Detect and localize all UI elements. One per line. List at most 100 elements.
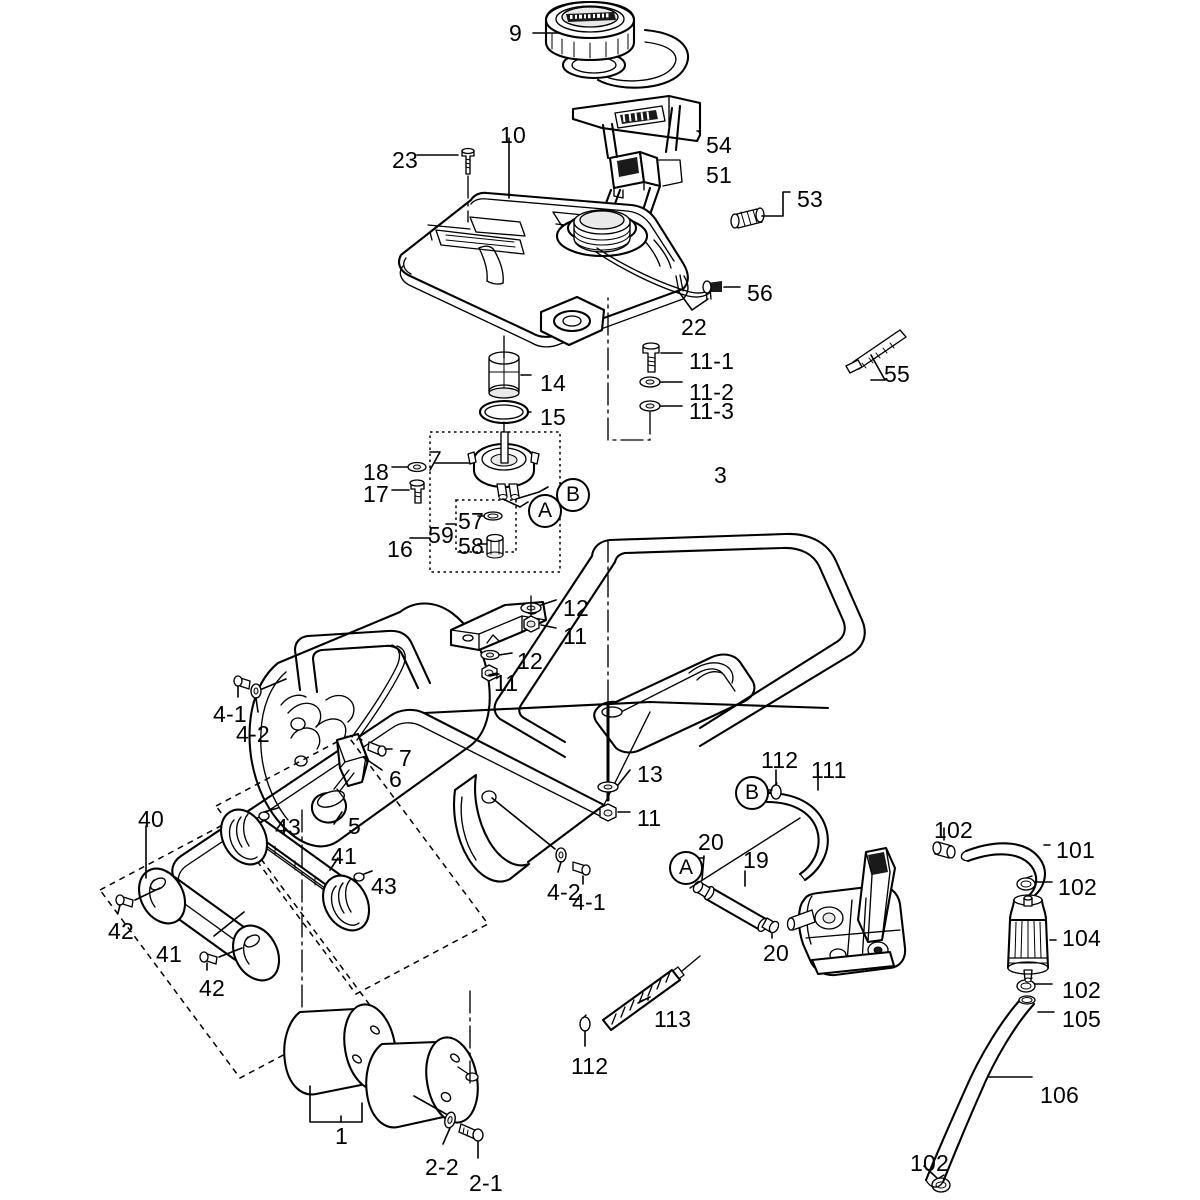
callout-13: 13 bbox=[637, 761, 663, 787]
callout-111: 111 bbox=[811, 757, 847, 783]
callout-42-a: 42 bbox=[108, 918, 134, 944]
callout-59: 59 bbox=[428, 522, 454, 548]
callout-16: 16 bbox=[387, 536, 413, 562]
callout-1: 1 bbox=[335, 1123, 348, 1149]
part-2-1-bolt bbox=[413, 1095, 484, 1159]
callout-41-a: 41 bbox=[331, 843, 357, 869]
callout-51: 51 bbox=[706, 162, 732, 188]
callout-58: 58 bbox=[458, 533, 484, 559]
part-20-grommet-upper bbox=[692, 855, 711, 898]
callout-19: 19 bbox=[743, 847, 769, 873]
part-105-106-hose bbox=[924, 995, 1055, 1188]
part-41-isolator-upper bbox=[220, 807, 373, 932]
callout-102-d: 102 bbox=[910, 1150, 949, 1176]
part-54-cover-plate bbox=[571, 94, 702, 143]
part-3-handle-frame bbox=[293, 532, 866, 759]
part-14-strainer bbox=[488, 335, 532, 399]
part-112-clip-lower bbox=[579, 1014, 591, 1047]
part-11-nut-lower bbox=[481, 664, 500, 682]
part-11-nut-upper bbox=[523, 595, 557, 633]
callout-12-a: 12 bbox=[563, 595, 589, 621]
callout-18: 18 bbox=[363, 459, 389, 485]
callout-101: 101 bbox=[1056, 837, 1095, 863]
callout-3: 3 bbox=[714, 462, 727, 488]
callout-2-2: 2-2 bbox=[425, 1154, 459, 1180]
part-23-screw bbox=[416, 147, 475, 223]
part-20-grommet-lower bbox=[761, 917, 780, 939]
callout-4-1-a: 4-1 bbox=[213, 701, 247, 727]
callout-11-a: 11 bbox=[563, 623, 588, 649]
part-15-o-ring bbox=[478, 399, 532, 425]
callout-4-2-a: 4-2 bbox=[236, 721, 270, 747]
part-42-bolt-lower bbox=[199, 947, 243, 971]
reference-mark-b-lower: B bbox=[735, 776, 769, 810]
callout-15: 15 bbox=[540, 404, 566, 430]
callout-20-b: 20 bbox=[763, 940, 789, 966]
callout-10: 10 bbox=[500, 122, 526, 148]
part-4-1-bolt-left bbox=[233, 675, 251, 698]
callout-106: 106 bbox=[1040, 1082, 1079, 1108]
part-18-washer bbox=[391, 461, 427, 473]
reference-mark-b-upper: B bbox=[556, 478, 590, 512]
callout-41-b: 41 bbox=[156, 941, 182, 967]
callout-14: 14 bbox=[540, 370, 566, 396]
part-57-o-ring bbox=[477, 511, 503, 521]
part-19-rod bbox=[703, 870, 769, 933]
callout-23: 23 bbox=[392, 147, 418, 173]
part-102-clip-c bbox=[1016, 977, 1053, 993]
part-11-2-washer bbox=[639, 376, 683, 388]
callout-105: 105 bbox=[1062, 1006, 1101, 1032]
callout-53: 53 bbox=[797, 186, 823, 212]
group-40-dashed-box bbox=[98, 735, 490, 1079]
callout-9: 9 bbox=[509, 20, 522, 46]
callout-11-3: 11-3 bbox=[689, 398, 735, 424]
callout-43-b: 43 bbox=[371, 873, 397, 899]
callout-4-2-b: 4-2 bbox=[547, 879, 581, 905]
part-6-lever bbox=[310, 644, 406, 825]
callout-104: 104 bbox=[1062, 925, 1101, 951]
part-4-1-bolt-right bbox=[491, 797, 591, 885]
part-55-cable-tie bbox=[845, 329, 907, 381]
callout-11-1: 11-1 bbox=[689, 348, 735, 374]
part-11-1-bolt bbox=[642, 342, 683, 373]
callout-54: 54 bbox=[706, 132, 732, 158]
group-leaders-16-59 bbox=[409, 523, 457, 539]
part-12-washer-lower bbox=[480, 649, 513, 661]
part-11-3-washer bbox=[607, 297, 683, 441]
callout-113: 113 bbox=[654, 1006, 692, 1032]
callout-7: 7 bbox=[399, 745, 412, 771]
part-102-clip-a bbox=[932, 827, 956, 859]
part-1-rollers bbox=[283, 809, 479, 1129]
part-53-grommet bbox=[730, 191, 791, 229]
part-51-switch bbox=[608, 150, 662, 199]
part-102-clip-b bbox=[1016, 875, 1053, 891]
part-13-11-through-bolt bbox=[597, 539, 631, 822]
callout-112-b: 112 bbox=[571, 1053, 609, 1079]
callout-40: 40 bbox=[138, 806, 164, 832]
part-42-bolt-left bbox=[115, 887, 161, 914]
part-113-coil bbox=[601, 968, 682, 1032]
callout-42-b: 42 bbox=[199, 975, 225, 1001]
part-4-2-washer-right bbox=[555, 847, 567, 873]
callout-17: 17 bbox=[363, 481, 389, 507]
callout-22: 22 bbox=[681, 314, 707, 340]
callout-57: 57 bbox=[458, 508, 484, 534]
part-4-2-washer-left bbox=[250, 678, 287, 713]
callout-112-a: 112 bbox=[761, 747, 799, 773]
callout-102-a: 102 bbox=[934, 817, 973, 843]
callout-6: 6 bbox=[389, 766, 402, 792]
callout-55: 55 bbox=[884, 361, 910, 387]
part-17-bolt bbox=[391, 451, 471, 504]
part-10-fuel-tank bbox=[398, 137, 741, 348]
callout-102-b: 102 bbox=[1058, 874, 1097, 900]
callout-11-2: 11-2 bbox=[689, 379, 735, 405]
callout-43-a: 43 bbox=[275, 814, 301, 840]
part-41-isolator-lower bbox=[138, 867, 280, 982]
part-9-fuel-cap bbox=[532, 0, 690, 89]
part-2-2-washer bbox=[442, 1111, 456, 1145]
part-carburetor-body bbox=[786, 846, 907, 977]
callout-4-1-b: 4-1 bbox=[572, 889, 606, 915]
part-fuel-pump-unit bbox=[467, 421, 549, 508]
